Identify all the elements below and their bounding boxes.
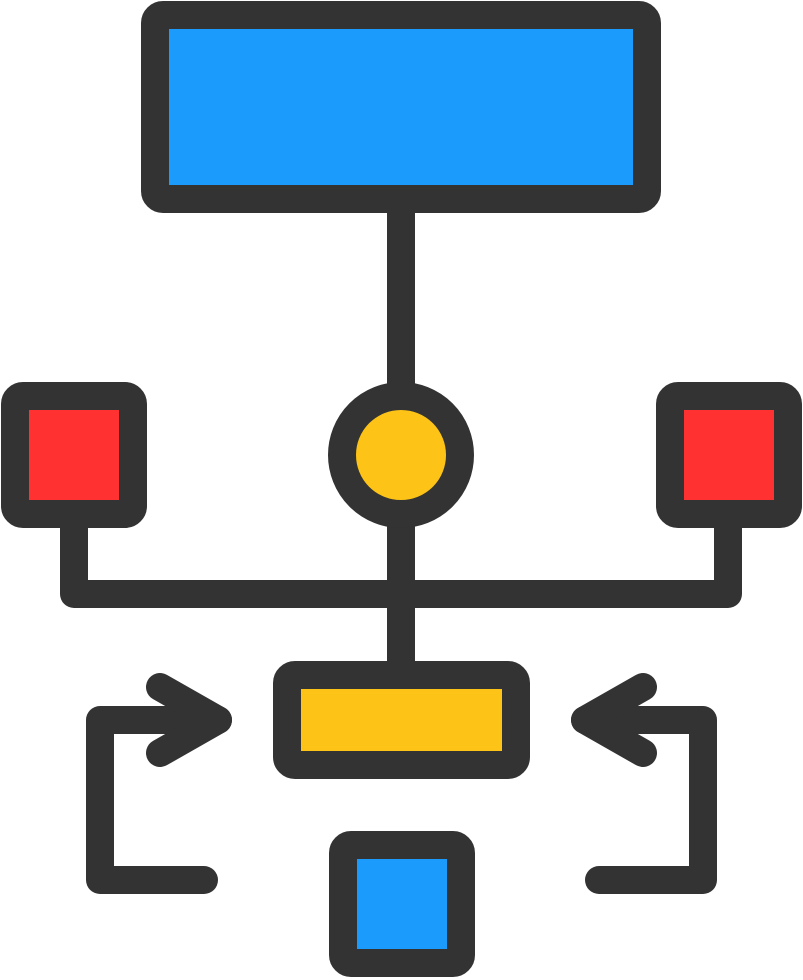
connector-horizontal-branch [60, 506, 742, 608]
center-circle-node [328, 382, 474, 528]
bottom-square [329, 831, 475, 977]
left-loop-arrow [86, 706, 232, 894]
left-square-node [1, 382, 147, 528]
top-rectangle [141, 1, 661, 213]
right-arrow-head [571, 673, 657, 767]
connector-lines [60, 186, 742, 894]
left-arrow-head [146, 673, 232, 767]
right-loop-arrow [571, 706, 717, 894]
middle-bar [273, 661, 530, 779]
right-square-node [656, 382, 802, 528]
